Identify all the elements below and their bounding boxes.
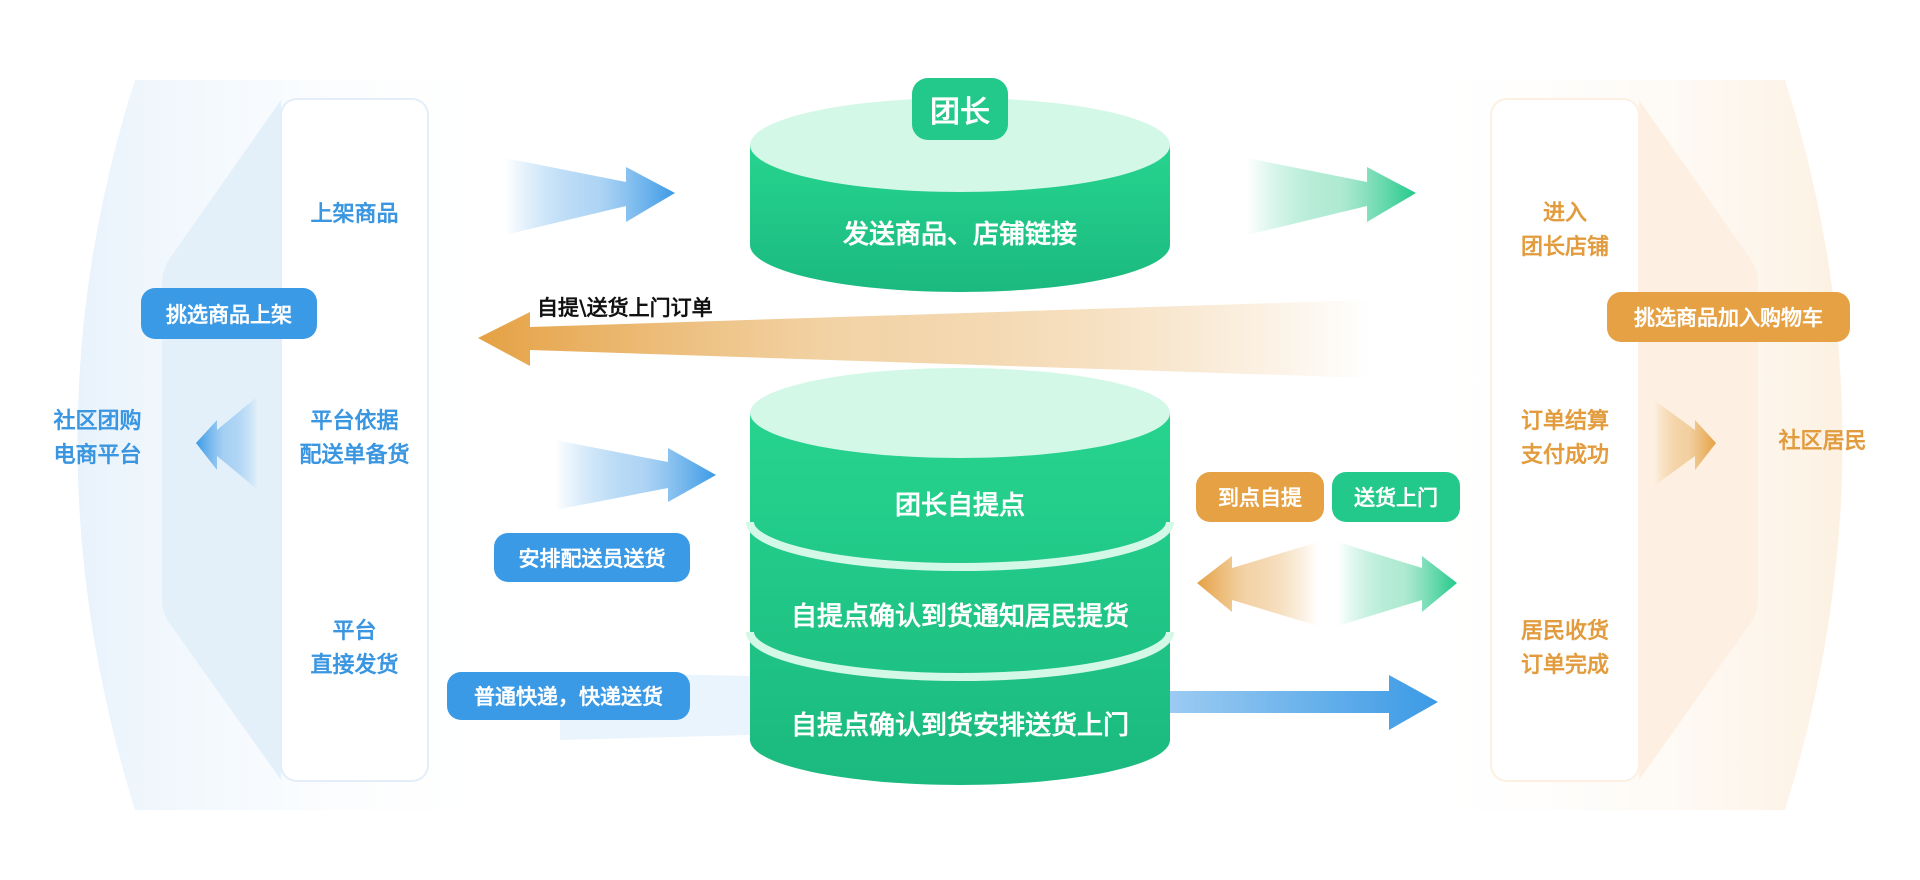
stack-layer-2-label: 自提点确认到货通知居民提货 [790,602,1129,632]
order-arrow-label: 自提\送货上门订单 [537,296,713,320]
right-step-2-line-1: 订单结算 [1520,409,1609,434]
arrow-self-pickup [1197,542,1318,626]
left-step-2-line-2: 配送单备货 [299,443,410,468]
arrow-delivery-to-resident [1170,675,1438,730]
self-pickup-badge: 到点自提 [1196,472,1324,522]
left-step-box [280,98,429,782]
right-step-1-line-1: 进入 [1542,201,1587,226]
arrow-platform-to-pickup [555,440,716,510]
right-step-3-line-2: 订单完成 [1520,653,1609,678]
leader-cylinder [750,98,1170,292]
top-cylinder-label: 发送商品、店铺链接 [842,220,1077,250]
leader-badge: 团长 [912,78,1008,140]
right-chevron-arrow [1654,400,1716,486]
left-step-1-text: 上架商品 [310,202,399,227]
left-chevron-arrow [196,396,258,490]
right-step-list-item: 订单结算 支付成功 [1491,405,1639,473]
arrow-platform-to-leader [505,158,675,235]
left-step-list-item: 上架商品 [281,198,428,232]
arrow-home-delivery [1338,542,1457,626]
left-title-line-2: 电商平台 [53,443,142,468]
express-delivery-badge: 普通快递，快递送货 [447,672,690,720]
right-step-list-item: 进入 团长店铺 [1491,197,1639,265]
left-panel-title: 社区团购 电商平台 [40,405,155,473]
left-title-line-1: 社区团购 [53,409,142,434]
arrow-leader-to-resident [1247,158,1416,235]
home-delivery-badge: 送货上门 [1332,472,1460,522]
right-step-3-line-1: 居民收货 [1520,619,1609,644]
left-step-list-item: 平台 直接发货 [281,615,428,683]
right-step-list-item: 居民收货 订单完成 [1491,615,1639,683]
left-step-3-line-1: 平台 [332,619,377,644]
right-step-1-line-2: 团长店铺 [1520,235,1609,260]
left-step-2-line-1: 平台依据 [310,409,399,434]
add-to-cart-badge: 挑选商品加入购物车 [1607,292,1850,342]
right-panel-title: 社区居民 [1778,429,1867,454]
stack-layer-3-label: 自提点确认到货安排送货上门 [790,711,1129,741]
pickup-stack-cylinder [746,368,1174,785]
courier-delivery-badge: 安排配送员送货 [494,533,690,582]
select-products-badge: 挑选商品上架 [141,288,317,339]
arrow-orders [478,300,1370,378]
left-step-3-line-2: 直接发货 [310,653,399,678]
right-step-box [1490,98,1640,782]
stack-layer-1-label: 团长自提点 [894,491,1025,521]
left-step-list-item: 平台依据 配送单备货 [281,405,428,473]
right-step-2-line-2: 支付成功 [1520,443,1609,468]
